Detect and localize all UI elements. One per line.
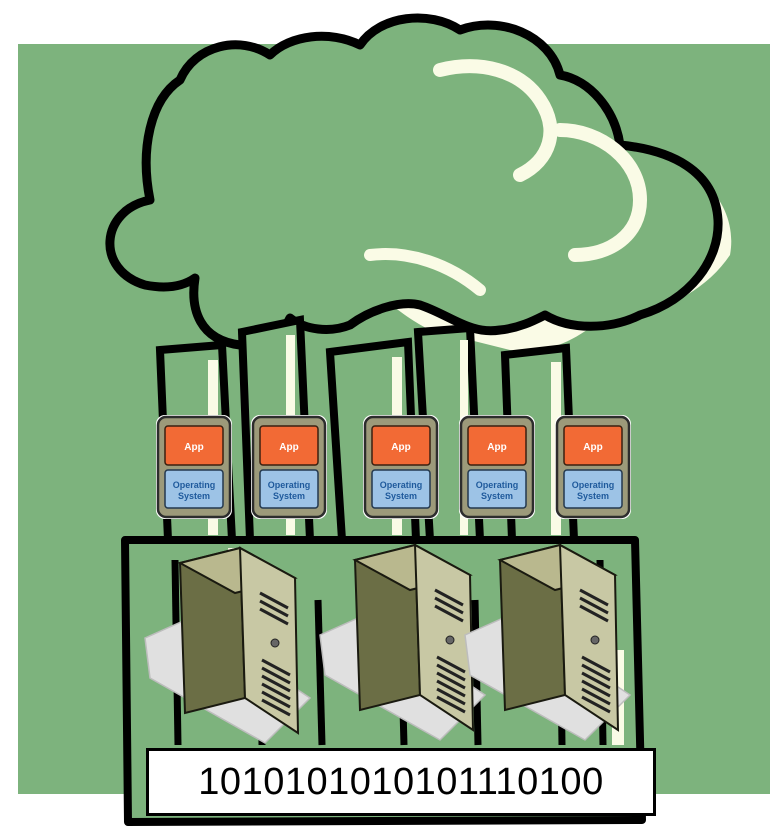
server-vent xyxy=(259,599,289,618)
vm-os-block xyxy=(164,469,224,509)
vm-os-label-line2: System xyxy=(178,491,210,501)
vm-os-block xyxy=(467,469,527,509)
server-vent xyxy=(581,663,611,682)
vm-app-block xyxy=(563,425,623,466)
server-vent xyxy=(581,687,611,706)
server-vent xyxy=(261,690,291,709)
vm-os-label-line2: System xyxy=(385,491,417,501)
server-vent xyxy=(436,679,466,698)
server-vent xyxy=(579,588,609,607)
vm-os-label-line1: Operating xyxy=(268,480,311,490)
server-tower-icon xyxy=(464,543,632,741)
server-button xyxy=(445,635,455,645)
vm-os-block xyxy=(371,469,431,509)
server-vent xyxy=(581,671,611,690)
binary-label-box: 1010101010101110100 xyxy=(146,748,656,816)
server-tower-icon xyxy=(144,546,312,744)
servers xyxy=(144,543,632,744)
vm-os-block xyxy=(259,469,319,509)
vm-app-label: App xyxy=(583,442,602,453)
vm-app-block xyxy=(259,425,319,466)
vm-os-label-line1: Operating xyxy=(476,480,519,490)
server-vent xyxy=(579,604,609,623)
vm-app-block xyxy=(164,425,224,466)
server-vent xyxy=(436,687,466,706)
vm-app-block xyxy=(371,425,431,466)
vm-os-label-line1: Operating xyxy=(173,480,216,490)
vm-app-label: App xyxy=(487,442,506,453)
server-vent xyxy=(259,591,289,610)
smoke-curl-2 xyxy=(553,123,648,262)
server-vent xyxy=(434,604,464,623)
server-vent xyxy=(436,671,466,690)
virtual-machines: AppOperatingSystemAppOperatingSystemAppO… xyxy=(156,415,631,519)
server-vent xyxy=(436,663,466,682)
vm-os-label-line2: System xyxy=(481,491,513,501)
vm-os-label-line1: Operating xyxy=(572,480,615,490)
cloud-smoke-icon xyxy=(105,13,723,350)
smoke-curl-3 xyxy=(364,248,486,296)
vm-os-label-line1: Operating xyxy=(380,480,423,490)
server-vent xyxy=(261,666,291,685)
vm-os-label-line2: System xyxy=(577,491,609,501)
vm-os-label-line2: System xyxy=(273,491,305,501)
smoke-curl-1 xyxy=(433,59,558,182)
server-vent xyxy=(434,588,464,607)
server-vent xyxy=(261,674,291,693)
vm-app-block xyxy=(467,425,527,466)
server-vent xyxy=(579,596,609,615)
server-vent xyxy=(581,679,611,698)
vm-app-label: App xyxy=(184,442,203,453)
server-vent xyxy=(261,698,291,717)
binary-string: 1010101010101110100 xyxy=(198,760,604,803)
server-vent xyxy=(436,655,466,674)
vm-app-label: App xyxy=(279,442,298,453)
server-vent xyxy=(261,682,291,701)
server-vent xyxy=(436,695,466,714)
server-button xyxy=(270,638,280,648)
server-vent xyxy=(434,596,464,615)
server-vent xyxy=(581,655,611,674)
server-button xyxy=(590,635,600,645)
server-vent xyxy=(259,607,289,626)
server-vent xyxy=(261,658,291,677)
vm-os-block xyxy=(563,469,623,509)
vm-app-label: App xyxy=(391,442,410,453)
server-tower-icon xyxy=(319,543,487,741)
server-vent xyxy=(581,695,611,714)
